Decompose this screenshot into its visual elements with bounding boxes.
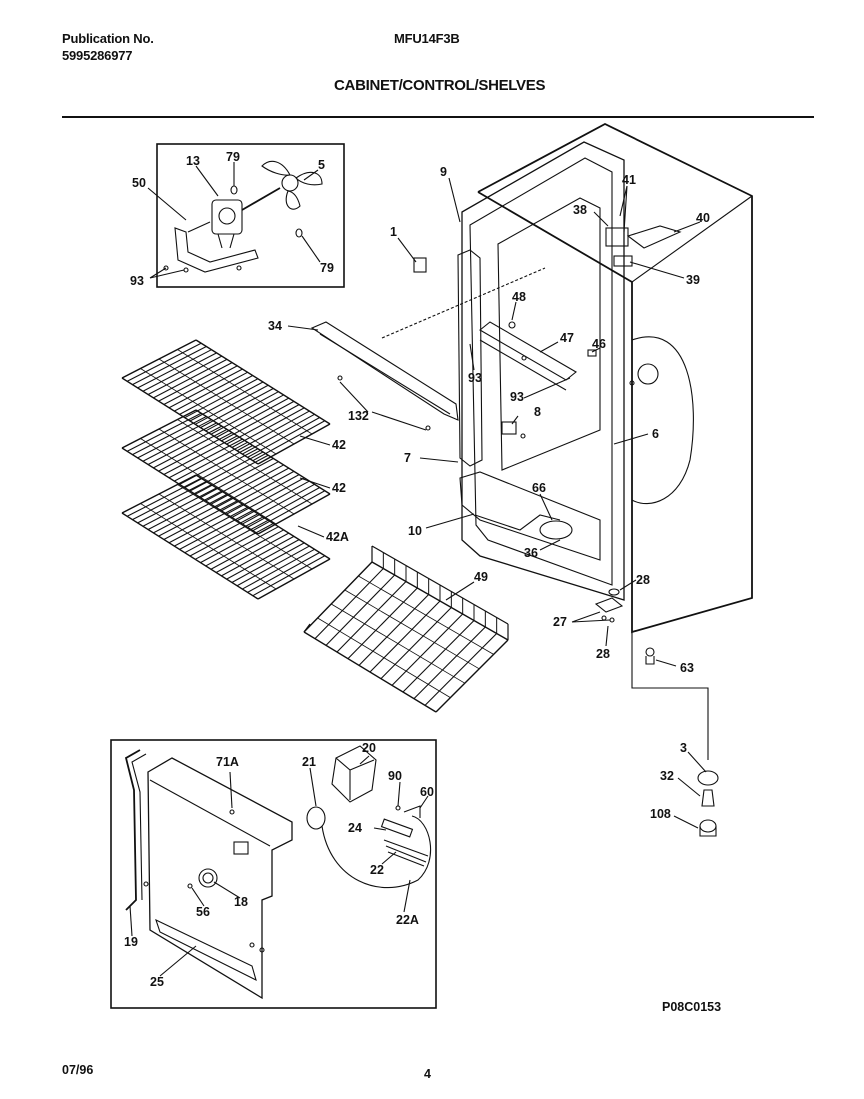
part-label-40: 40 <box>696 211 710 225</box>
part-label-32: 32 <box>660 769 674 783</box>
part-labels: 13 79 5 50 93 79 9 1 41 38 40 39 34 48 4… <box>124 150 710 989</box>
part-label-22: 22 <box>370 863 384 877</box>
part-label-93: 93 <box>468 371 482 385</box>
part-label-24: 24 <box>348 821 362 835</box>
leveling-leg <box>594 588 719 837</box>
page-number: 4 <box>424 1067 431 1081</box>
part-label-93: 93 <box>130 274 144 288</box>
part-label-66: 66 <box>532 481 546 495</box>
part-label-3: 3 <box>680 741 687 755</box>
part-label-8: 8 <box>534 405 541 419</box>
part-label-42: 42 <box>332 481 346 495</box>
part-label-90: 90 <box>388 769 402 783</box>
diagram-code: P08C0153 <box>662 1000 721 1014</box>
header-rule <box>62 116 814 118</box>
part-label-5: 5 <box>318 158 325 172</box>
part-label-71A: 71A <box>216 755 239 769</box>
revision-date: 07/96 <box>62 1063 93 1077</box>
part-label-79: 79 <box>320 261 334 275</box>
part-label-46: 46 <box>592 337 606 351</box>
wire-basket <box>303 545 509 713</box>
part-label-93: 93 <box>510 390 524 404</box>
section-title: CABINET/CONTROL/SHELVES <box>334 77 546 94</box>
part-label-48: 48 <box>512 290 526 304</box>
publication-label: Publication No. <box>62 31 154 46</box>
part-label-18: 18 <box>234 895 248 909</box>
part-label-34: 34 <box>268 319 282 333</box>
part-label-38: 38 <box>573 203 587 217</box>
part-label-79: 79 <box>226 150 240 164</box>
part-label-50: 50 <box>132 176 146 190</box>
part-label-22A: 22A <box>396 913 419 927</box>
part-label-6: 6 <box>652 427 659 441</box>
part-label-108: 108 <box>650 807 671 821</box>
part-label-56: 56 <box>196 905 210 919</box>
part-label-1: 1 <box>390 225 397 239</box>
part-label-7: 7 <box>404 451 411 465</box>
part-label-60: 60 <box>420 785 434 799</box>
part-label-9: 9 <box>440 165 447 179</box>
part-label-28: 28 <box>636 573 650 587</box>
part-label-27: 27 <box>553 615 567 629</box>
shelf-rail <box>310 321 459 431</box>
part-label-36: 36 <box>524 546 538 560</box>
publication-number: 5995286977 <box>62 48 133 63</box>
part-label-10: 10 <box>408 524 422 538</box>
part-label-25: 25 <box>150 975 164 989</box>
part-label-13: 13 <box>186 154 200 168</box>
control-inset <box>110 739 437 1009</box>
part-label-39: 39 <box>686 273 700 287</box>
part-label-42: 42 <box>332 438 346 452</box>
part-label-19: 19 <box>124 935 138 949</box>
part-label-63: 63 <box>680 661 694 675</box>
part-label-28: 28 <box>596 647 610 661</box>
part-label-20: 20 <box>362 741 376 755</box>
part-label-132: 132 <box>348 409 369 423</box>
model-number: MFU14F3B <box>394 31 460 46</box>
part-label-49: 49 <box>474 570 488 584</box>
part-label-42A: 42A <box>326 530 349 544</box>
wire-shelves <box>121 339 331 600</box>
fan-motor-inset <box>156 143 345 288</box>
cabinet <box>381 122 753 634</box>
leader-lines <box>129 162 707 977</box>
part-label-47: 47 <box>560 331 574 345</box>
part-label-41: 41 <box>622 173 636 187</box>
part-label-21: 21 <box>302 755 316 769</box>
